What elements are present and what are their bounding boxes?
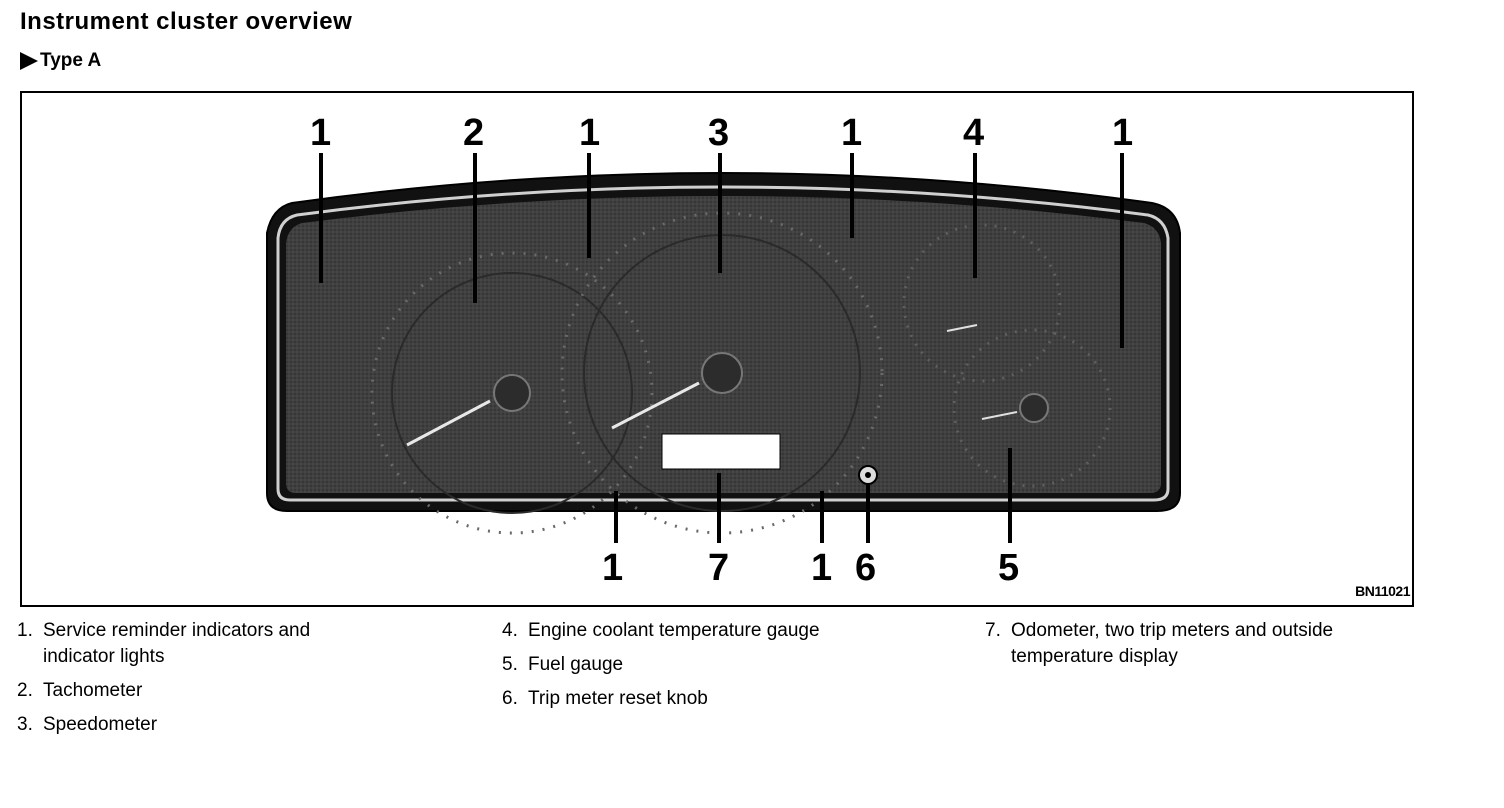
arrow-right-icon [20,52,38,70]
legend-item: 5. Fuel gauge [502,652,902,678]
legend-item: 2. Tachometer [17,678,387,704]
cluster-rim [276,185,1170,502]
legend-item: 3. Speedometer [17,712,387,738]
legend-item-text: Odometer, two trip meters and outside te… [1011,620,1334,667]
legend-item-number: 7. [985,620,1001,641]
cluster-face [286,196,1161,493]
legend-item-text: Trip meter reset knob [528,688,708,709]
legend-item-text: Fuel gauge [528,654,624,675]
callout-number: 1 [811,547,832,589]
legend-item: 7. Odometer, two trip meters and outside… [985,618,1415,670]
legend-item-number: 4. [502,620,518,641]
callout-number: 4 [963,112,984,154]
odometer-display-window [661,433,781,470]
trip-meter-reset-knob [858,465,878,485]
page-title: Instrument cluster overview [20,8,353,35]
type-label-text: Type A [40,50,102,71]
legend-item-text: Speedometer [43,714,158,735]
legend-item-text: Service reminder indicators and indicato… [43,620,311,667]
legend-item-number: 6. [502,688,518,709]
legend-item: 4. Engine coolant temperature gauge [502,618,902,644]
callout-number: 1 [310,112,331,154]
legend-item: 1. Service reminder indicators and indic… [17,618,387,670]
figure-code: BN11021 [1355,583,1410,599]
tachometer-dial [370,251,654,535]
callout-number: 1 [1112,112,1133,154]
legend-column-3: 7. Odometer, two trip meters and outside… [985,618,1415,678]
type-label: Type A [20,50,101,72]
fuel-gauge [952,328,1112,488]
instrument-cluster-illustration: 1 2 1 3 1 4 1 1 7 1 6 5 [266,112,1181,589]
legend-column-1: 1. Service reminder indicators and indic… [17,618,387,746]
legend-item-text: Tachometer [43,680,143,701]
legend-column-2: 4. Engine coolant temperature gauge 5. F… [502,618,902,720]
legend-item-number: 1. [17,620,33,641]
callout-number: 5 [998,547,1019,589]
callout-number: 7 [708,547,729,589]
legend-item-number: 3. [17,714,33,735]
callout-number: 3 [708,112,729,154]
legend-item-text: Engine coolant temperature gauge [528,620,820,641]
instrument-cluster-figure: 1 2 1 3 1 4 1 1 7 1 6 5 BN11021 [20,91,1414,607]
leader-lines-top [319,153,1124,348]
leader-lines-bottom [614,448,1012,543]
callout-number: 1 [841,112,862,154]
coolant-temperature-gauge [902,223,1062,383]
callout-number: 1 [579,112,600,154]
legend-item: 6. Trip meter reset knob [502,686,902,712]
callout-number: 1 [602,547,623,589]
callout-number: 6 [855,547,876,589]
legend-item-number: 2. [17,680,33,701]
legend-item-number: 5. [502,654,518,675]
callout-number: 2 [463,112,484,154]
